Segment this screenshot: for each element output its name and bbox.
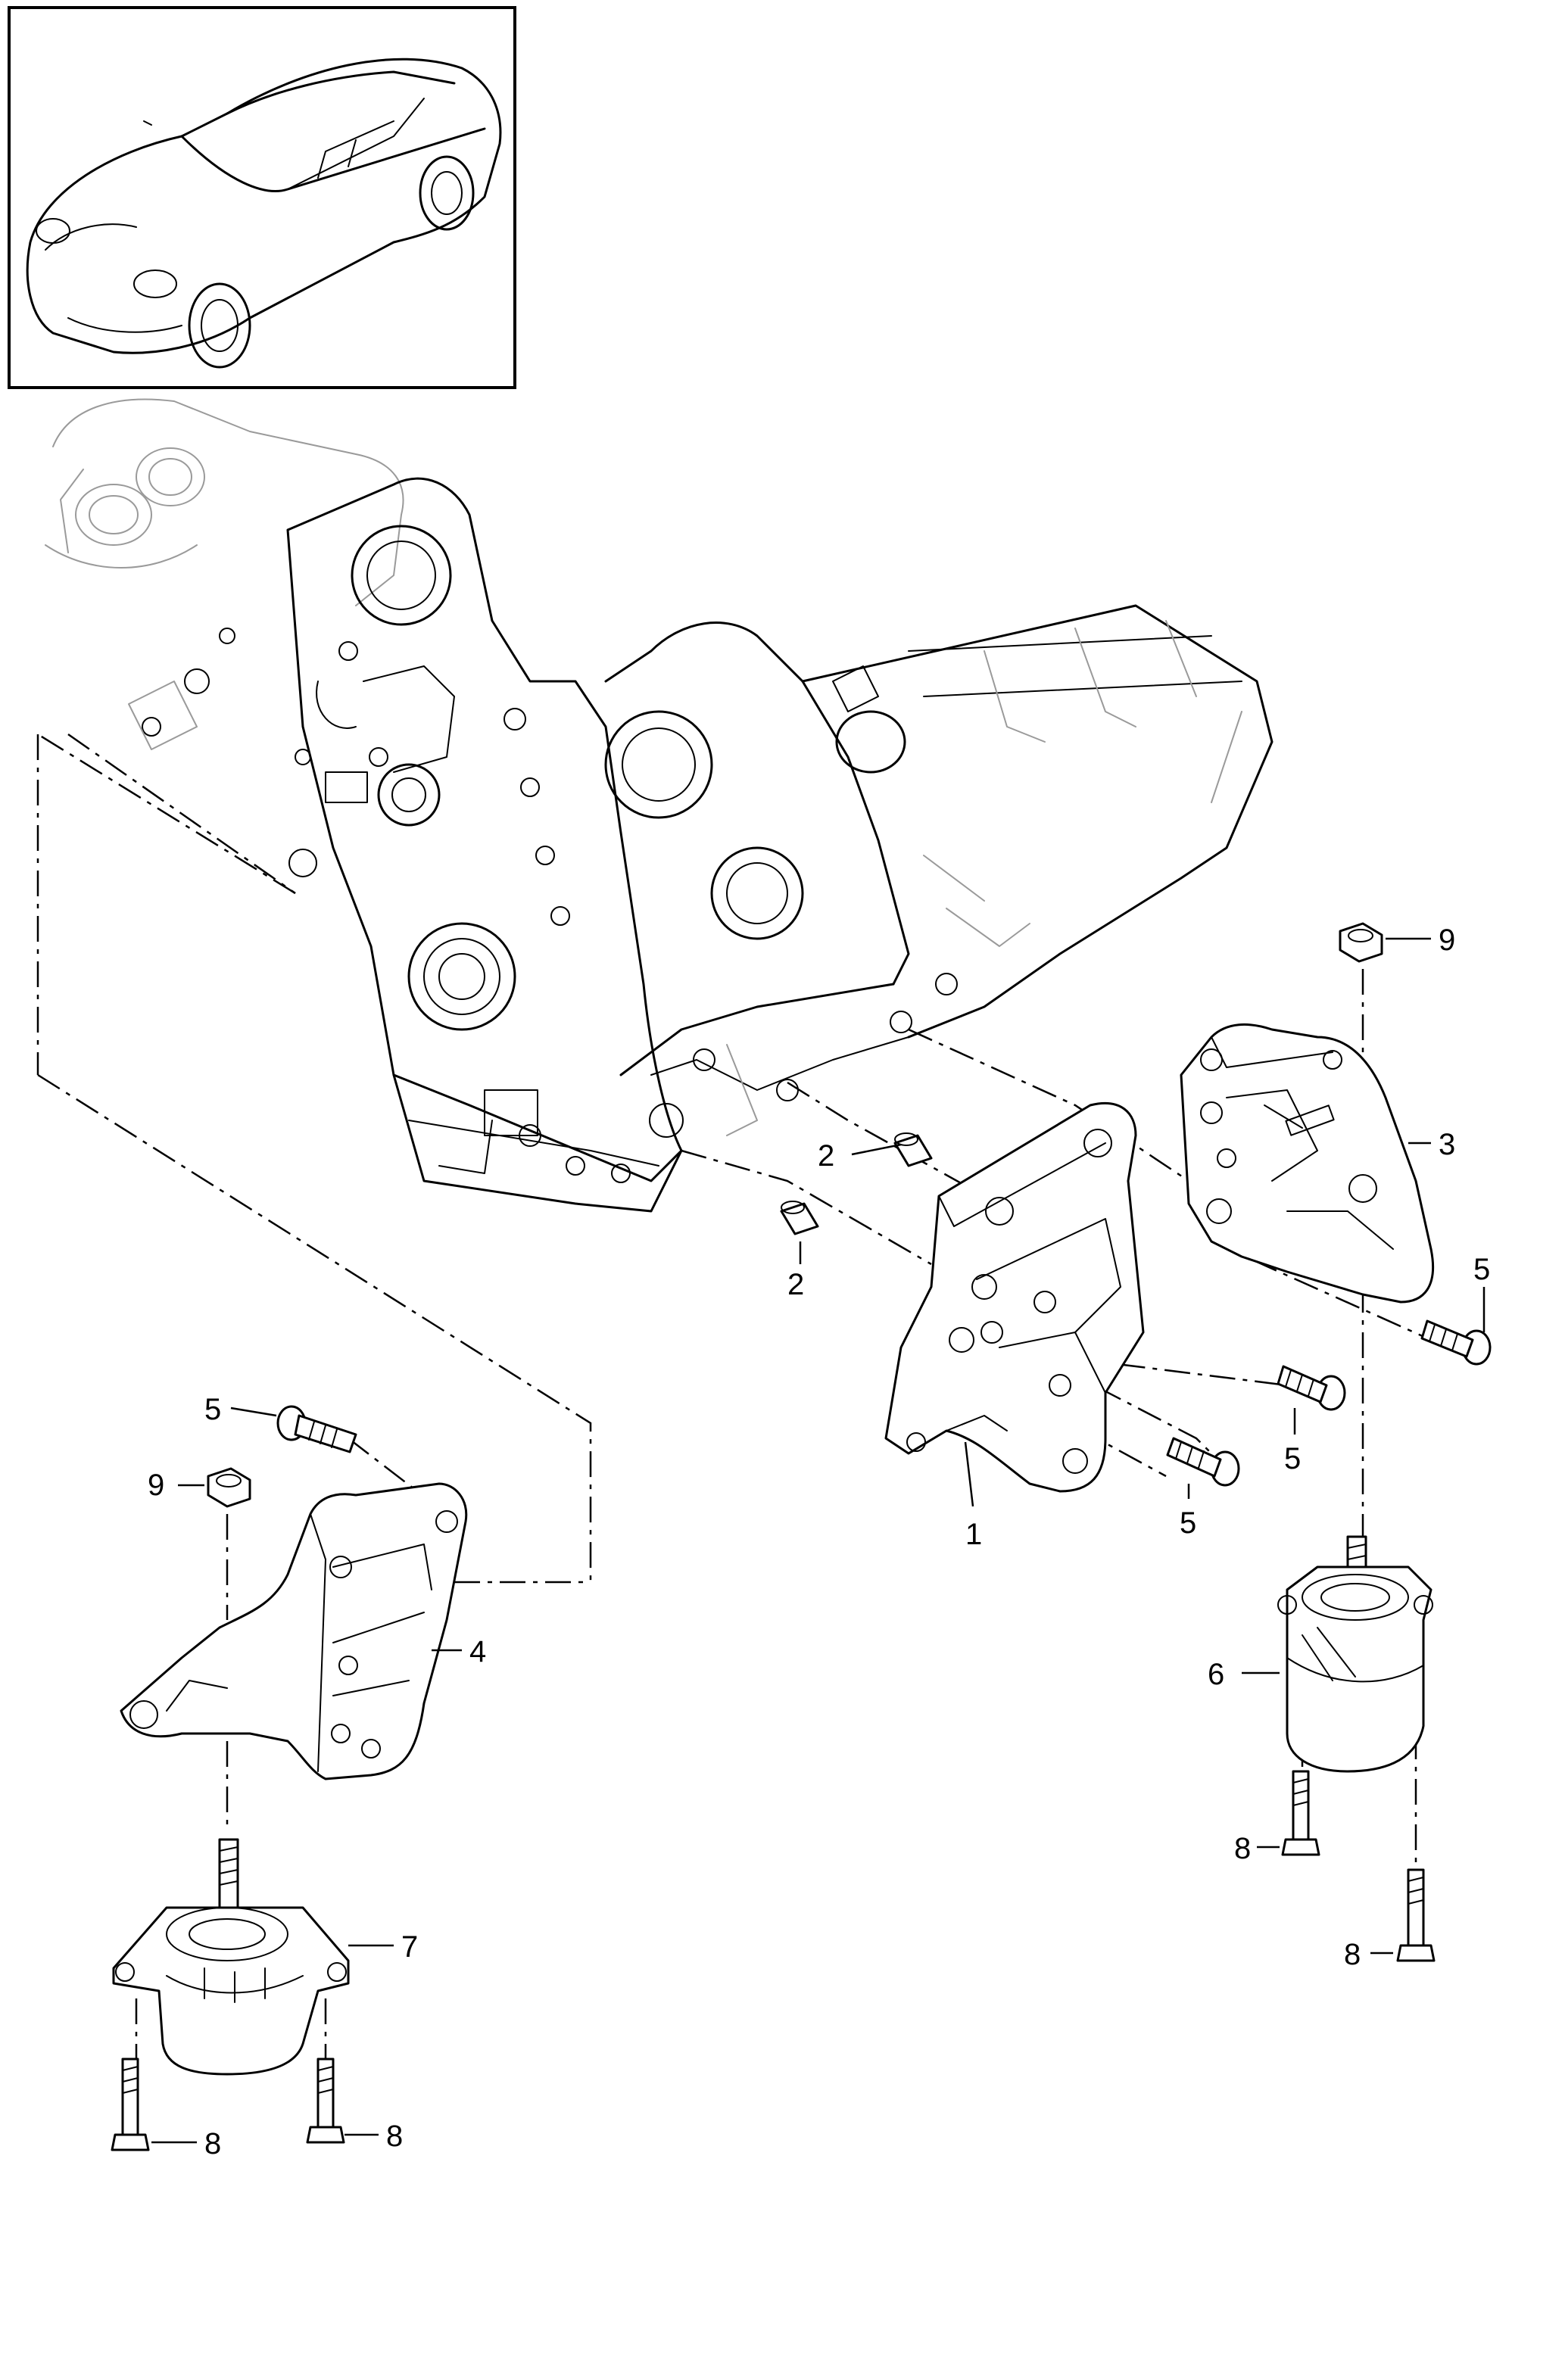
engine-mount-part-6 (1277, 1535, 1433, 1773)
engine-bracket-part-4 (120, 1482, 468, 1780)
callout-8-right-a: 8 (1234, 1832, 1251, 1865)
callout-8-left-b: 8 (386, 2120, 403, 2153)
callout-5-left: 5 (204, 1393, 221, 1426)
vehicle-thumbnail (8, 6, 516, 389)
callout-9-left: 9 (148, 1469, 164, 1502)
engine-bracket-part-1 (884, 1101, 1145, 1493)
callout-5-lower: 5 (1180, 1506, 1196, 1540)
callout-2-lower: 2 (787, 1268, 804, 1301)
callout-2-upper: 2 (818, 1139, 834, 1173)
callout-7: 7 (401, 1930, 418, 1964)
bolt-8-left-a (111, 2058, 150, 2151)
assembly-lines (36, 733, 1432, 2067)
callout-5-middle: 5 (1284, 1442, 1301, 1475)
bolt-5-left (276, 1405, 357, 1453)
bolt-8-left-b (306, 2058, 345, 2144)
callout-4: 4 (469, 1635, 486, 1668)
car-illustration (26, 58, 502, 369)
callout-8-left-a: 8 (204, 2127, 221, 2160)
engine-block (45, 398, 1274, 1213)
spacer-lower (780, 1201, 819, 1235)
nut-9-left (207, 1467, 251, 1508)
callout-labels: 1 2 2 3 4 5 5 5 5 6 7 8 8 8 8 9 9 (148, 924, 1490, 2160)
nut-9-right (1339, 922, 1383, 963)
engine-mount-part-7 (112, 1838, 350, 2076)
callout-6: 6 (1208, 1658, 1224, 1691)
bolt-5-bracket3 (1420, 1319, 1492, 1366)
bolt-5-bracket1-b (1166, 1437, 1240, 1487)
callout-1: 1 (965, 1518, 982, 1551)
bolt-5-bracket1-a (1277, 1365, 1346, 1411)
bolt-8-right-a (1281, 1770, 1320, 1856)
callout-leaders (151, 937, 1486, 2144)
callout-5-right: 5 (1473, 1253, 1490, 1286)
spacer-upper (893, 1132, 933, 1167)
engine-bracket-part-3 (1180, 1023, 1435, 1304)
callout-8-right-b: 8 (1344, 1938, 1361, 1971)
thumbnail-frame (8, 6, 516, 389)
bolt-8-right-b (1396, 1868, 1436, 1962)
callout-9-right: 9 (1439, 924, 1455, 957)
callout-3: 3 (1439, 1128, 1455, 1161)
